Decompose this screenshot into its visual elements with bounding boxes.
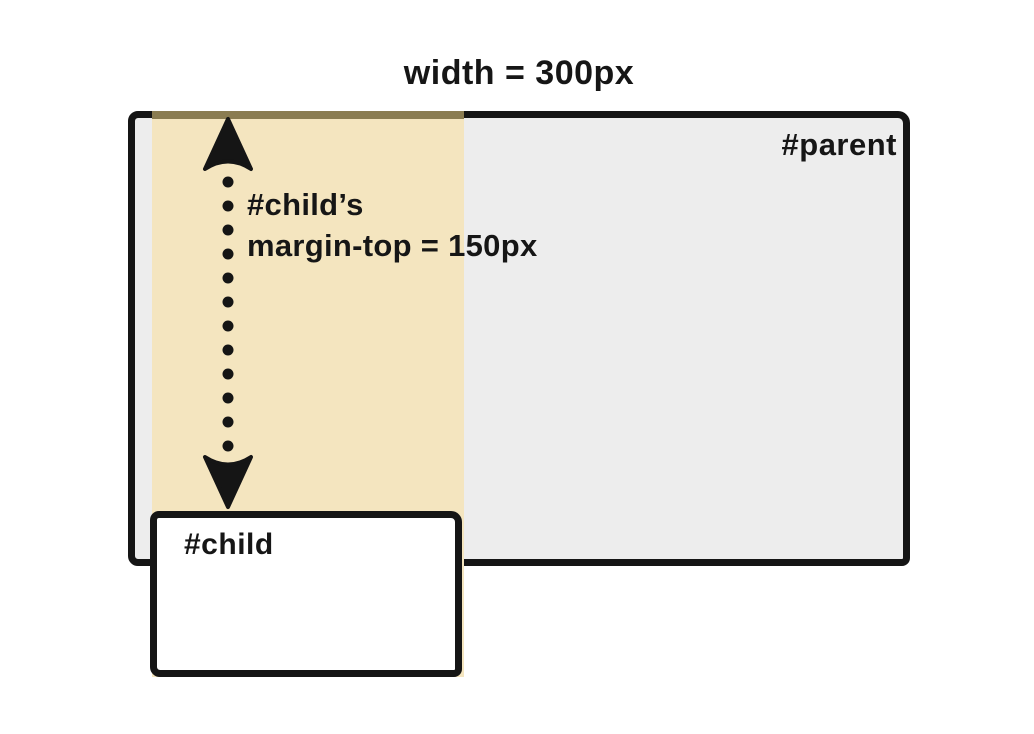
diagram-title: width = 300px xyxy=(403,54,635,92)
parent-label: #parent xyxy=(781,127,897,162)
margin-arrow-icon xyxy=(203,117,253,509)
margin-annotation-line2: margin-top = 150px xyxy=(247,228,538,263)
child-label: #child xyxy=(184,528,274,561)
margin-annotation: #child’s margin-top = 150px xyxy=(247,184,538,266)
margin-annotation-line1: #child’s xyxy=(247,187,364,222)
child-box: #child xyxy=(150,511,462,677)
margin-strip-border-overlap xyxy=(152,111,464,119)
